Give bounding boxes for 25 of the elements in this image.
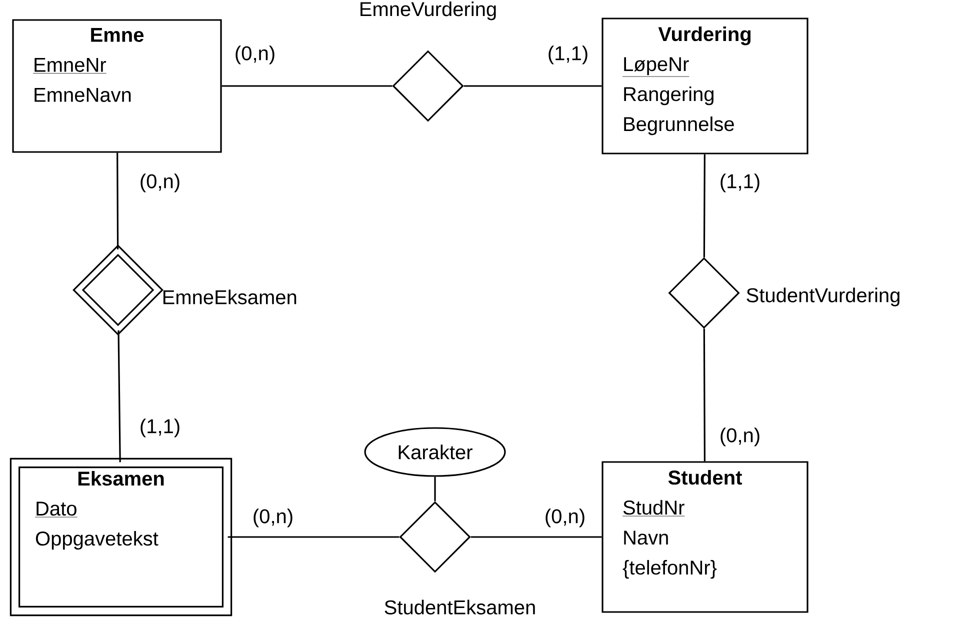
cardinality-label: (0,n) [546,508,584,528]
node-label: StudentVurdering [746,288,900,306]
connector-line [222,85,392,87]
cardinality-label: (0,n) [720,428,760,446]
cardinality-label: (1,1) [140,418,180,438]
node-label: StudentEksamen [384,600,535,614]
connector-line [228,536,400,538]
connector-line [703,328,706,462]
connector-line [118,330,121,462]
connector-line [434,476,436,502]
entity-box: Student StudNr Navn {telefonNr} [602,461,808,613]
node-label: EmneEksamen [163,290,296,304]
entity-box: Emne EmneNr EmneNavn [12,19,222,153]
cardinality-label: (0,n) [254,508,292,528]
connector-line [703,154,706,258]
node-label: EmneVurdering [360,2,496,20]
cardinality-label: (0,n) [140,174,180,192]
connector-line [116,152,119,250]
entity-box: Vurdering LøpeNr Rangering Begrunnelse [602,18,808,154]
connector-line [464,85,602,87]
cardinality-label: (1,1) [548,46,588,64]
cardinality-label: (0,n) [236,46,274,64]
connector-line [470,536,602,538]
cardinality-label: (1,1) [720,174,760,192]
weak-entity-box: Eksamen Dato Oppgavetekst [10,458,232,616]
